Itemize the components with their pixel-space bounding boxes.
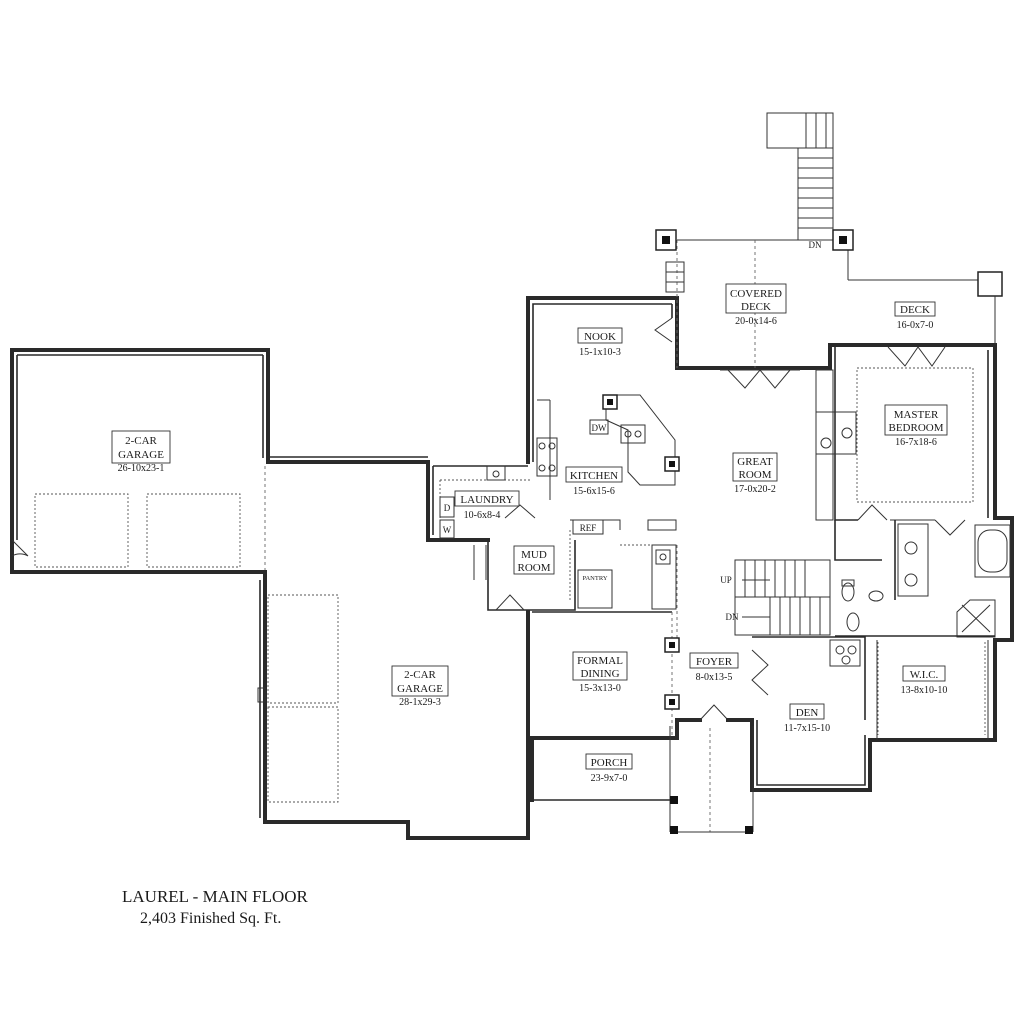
- garage-lower-dim: 28-1x29-3: [399, 697, 441, 708]
- formal-dining-name-1: FORMAL: [577, 655, 623, 667]
- garage-upper-dim: 26-10x23-1: [118, 463, 165, 474]
- kitchen-dim: 15-6x15-6: [573, 486, 615, 497]
- deck-dim: 16-0x7-0: [897, 320, 934, 331]
- nook-dim: 15-1x10-3: [579, 347, 621, 358]
- covered-deck-name-1: COVERED: [730, 288, 782, 300]
- label-foyer: FOYER 8-0x13-5: [689, 652, 739, 683]
- plan-title: LAUREL - MAIN FLOOR: [122, 887, 309, 906]
- laundry-dim: 10-6x8-4: [464, 510, 501, 521]
- wic-name: W.I.C.: [910, 669, 939, 681]
- interior-stairs: UP DN: [720, 559, 831, 636]
- garage-upper-name-2: GARAGE: [118, 449, 164, 461]
- garage-lower-name-2: GARAGE: [397, 683, 443, 695]
- covered-deck: DN: [655, 112, 854, 389]
- den-name: DEN: [796, 707, 819, 719]
- den: [751, 636, 866, 720]
- label-mud-room: MUD ROOM: [513, 545, 555, 575]
- nook-name: NOOK: [584, 331, 616, 343]
- dw-label: DW: [592, 423, 607, 433]
- deck-stair-dn-label: DN: [809, 240, 822, 250]
- porch-dim: 23-9x7-0: [591, 773, 628, 784]
- den-dim: 11-7x15-10: [784, 723, 830, 734]
- kitchen: DW: [536, 317, 680, 600]
- deck-name: DECK: [900, 304, 930, 316]
- master-bedroom-name-1: MASTER: [894, 409, 939, 421]
- mud-room: PANTRY REF: [473, 519, 677, 611]
- dining-foyer-porch: [532, 545, 754, 834]
- master-bedroom-name-2: BEDROOM: [888, 422, 943, 434]
- label-covered-deck: COVERED DECK 20-0x14-6: [725, 283, 787, 327]
- laundry: D W: [432, 465, 536, 539]
- ref-label: REF: [580, 523, 597, 533]
- label-porch: PORCH 23-9x7-0: [585, 753, 633, 784]
- label-nook: NOOK 15-1x10-3: [577, 327, 623, 358]
- foyer-name: FOYER: [696, 656, 733, 668]
- stair-dn-label: DN: [726, 612, 739, 622]
- stair-up-label: UP: [720, 575, 732, 585]
- master-bath: [834, 520, 1011, 638]
- plan-area: 2,403 Finished Sq. Ft.: [140, 910, 281, 927]
- label-master-bedroom: MASTER BEDROOM 16-7x18-6: [884, 404, 948, 448]
- label-deck: DECK 16-0x7-0: [894, 301, 936, 331]
- label-kitchen: KITCHEN 15-6x15-6: [565, 466, 623, 497]
- foyer-dim: 8-0x13-5: [696, 672, 733, 683]
- mud-room-name-1: MUD: [521, 549, 547, 561]
- master-bedroom-dim: 16-7x18-6: [895, 437, 937, 448]
- laundry-name: LAUNDRY: [460, 494, 513, 506]
- label-laundry: LAUNDRY 10-6x8-4: [454, 490, 520, 521]
- great-room-dim: 17-0x20-2: [734, 484, 776, 495]
- formal-dining-dim: 15-3x13-0: [579, 683, 621, 694]
- porch-name: PORCH: [591, 757, 628, 769]
- covered-deck-dim: 20-0x14-6: [735, 316, 777, 327]
- wic-shelving: [876, 640, 989, 740]
- deck: [848, 271, 1003, 367]
- washer-label: W: [443, 525, 452, 535]
- kitchen-name: KITCHEN: [570, 470, 618, 482]
- mud-room-name-2: ROOM: [517, 562, 550, 574]
- pantry-label: PANTRY: [582, 575, 607, 582]
- label-garage-upper: 2-CAR GARAGE 26-10x23-1: [111, 430, 171, 474]
- lower-garage: [257, 570, 530, 840]
- dryer-label: D: [444, 503, 451, 513]
- covered-deck-name-2: DECK: [741, 301, 771, 313]
- great-room-name-1: GREAT: [737, 456, 773, 468]
- upper-garage: [10, 348, 430, 574]
- label-den: DEN 11-7x15-10: [784, 703, 830, 734]
- formal-dining-name-2: DINING: [580, 668, 619, 680]
- label-wic: W.I.C. 13-8x10-10: [901, 665, 948, 696]
- garage-upper-name-1: 2-CAR: [125, 435, 157, 447]
- wic-dim: 13-8x10-10: [901, 685, 948, 696]
- great-room-name-2: ROOM: [738, 469, 771, 481]
- garage-lower-name-1: 2-CAR: [404, 669, 436, 681]
- label-great-room: GREAT ROOM 17-0x20-2: [732, 452, 778, 495]
- label-formal-dining: FORMAL DINING 15-3x13-0: [572, 651, 628, 694]
- exterior-stair-treads: [798, 113, 833, 229]
- label-garage-lower: 2-CAR GARAGE 28-1x29-3: [391, 665, 449, 708]
